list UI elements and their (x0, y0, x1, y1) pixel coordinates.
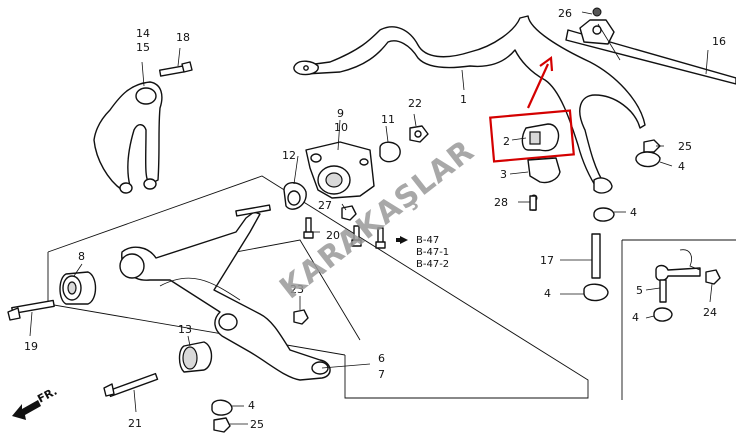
bushing-holder-part (527, 157, 561, 184)
callout-4-d: 4 (632, 311, 639, 324)
reference-b47-2: B-47-2 (416, 259, 449, 270)
callout-9: 9 (337, 107, 344, 120)
callout-11: 11 (381, 113, 395, 126)
callout-4-a: 4 (678, 160, 685, 173)
bolt-21 (107, 372, 159, 398)
bolt-18 (158, 65, 186, 77)
callout-20: 20 (326, 229, 340, 242)
rubber-bushing-4c (583, 283, 609, 302)
callout-27: 27 (318, 199, 332, 212)
callout-15: 15 (136, 41, 150, 54)
callout-labels: 1 2 3 4 4 4 4 4 5 6 7 8 9 10 11 12 13 14… (24, 7, 726, 431)
callout-10: 10 (334, 121, 348, 134)
leader-lines (29, 11, 713, 425)
watermark: KARAKAŞLAR (273, 133, 481, 306)
callout-19: 19 (24, 340, 38, 353)
callout-4-e: 4 (248, 399, 255, 412)
callout-8: 8 (78, 250, 85, 263)
callout-12: 12 (282, 149, 296, 162)
ball-joint-link-part (655, 264, 701, 282)
callout-6: 6 (378, 352, 385, 365)
lower-arm-frame (47, 175, 589, 399)
callout-24: 24 (703, 306, 717, 319)
stabilizer-link-part (591, 233, 601, 279)
stabilizer-link-frame (621, 239, 736, 400)
upper-arm-part (93, 81, 163, 191)
front-direction-label: FR. (35, 385, 59, 406)
lower-arm-part (121, 211, 331, 381)
front-arrow-icon (12, 400, 41, 420)
callout-4-c: 4 (544, 287, 551, 300)
callout-3: 3 (500, 168, 507, 181)
stabilizer-bar-part (299, 15, 646, 191)
callout-18: 18 (176, 31, 190, 44)
arm-bolt (235, 204, 271, 217)
rubber-bushing-4a (635, 151, 661, 168)
callout-7: 7 (378, 368, 385, 381)
bolt-28 (529, 195, 537, 211)
callout-1: 1 (460, 93, 467, 106)
callout-17: 17 (540, 254, 554, 267)
callout-28: 28 (494, 196, 508, 209)
reference-b47-1: B-47-1 (416, 247, 449, 258)
callout-21: 21 (128, 417, 142, 430)
callout-13: 13 (178, 323, 192, 336)
highlight-arrow (526, 63, 550, 109)
bar-end-eye-right (593, 177, 613, 194)
front-direction-indicator: FR. (12, 385, 59, 420)
reference-block: B-47 B-47-1 B-47-2 (416, 235, 449, 270)
callout-16: 16 (712, 35, 726, 48)
rubber-bushing-4d (653, 307, 673, 322)
highlight-box (489, 109, 575, 163)
callout-25-a: 25 (678, 140, 692, 153)
callout-22: 22 (408, 97, 422, 110)
callout-2: 2 (503, 135, 510, 148)
callout-4-b: 4 (630, 206, 637, 219)
bushing-11 (379, 141, 401, 163)
rubber-bushing-4e (211, 399, 233, 416)
rubber-bushing-4b (593, 207, 615, 222)
callout-23: 23 (290, 283, 304, 296)
callout-26: 26 (558, 7, 572, 20)
reference-b47: B-47 (416, 235, 439, 246)
reference-arrow (400, 236, 408, 244)
callout-5: 5 (636, 284, 643, 297)
callout-25-b: 25 (250, 418, 264, 431)
lower-arm-inner-frame (219, 239, 361, 341)
callout-14: 14 (136, 27, 150, 40)
